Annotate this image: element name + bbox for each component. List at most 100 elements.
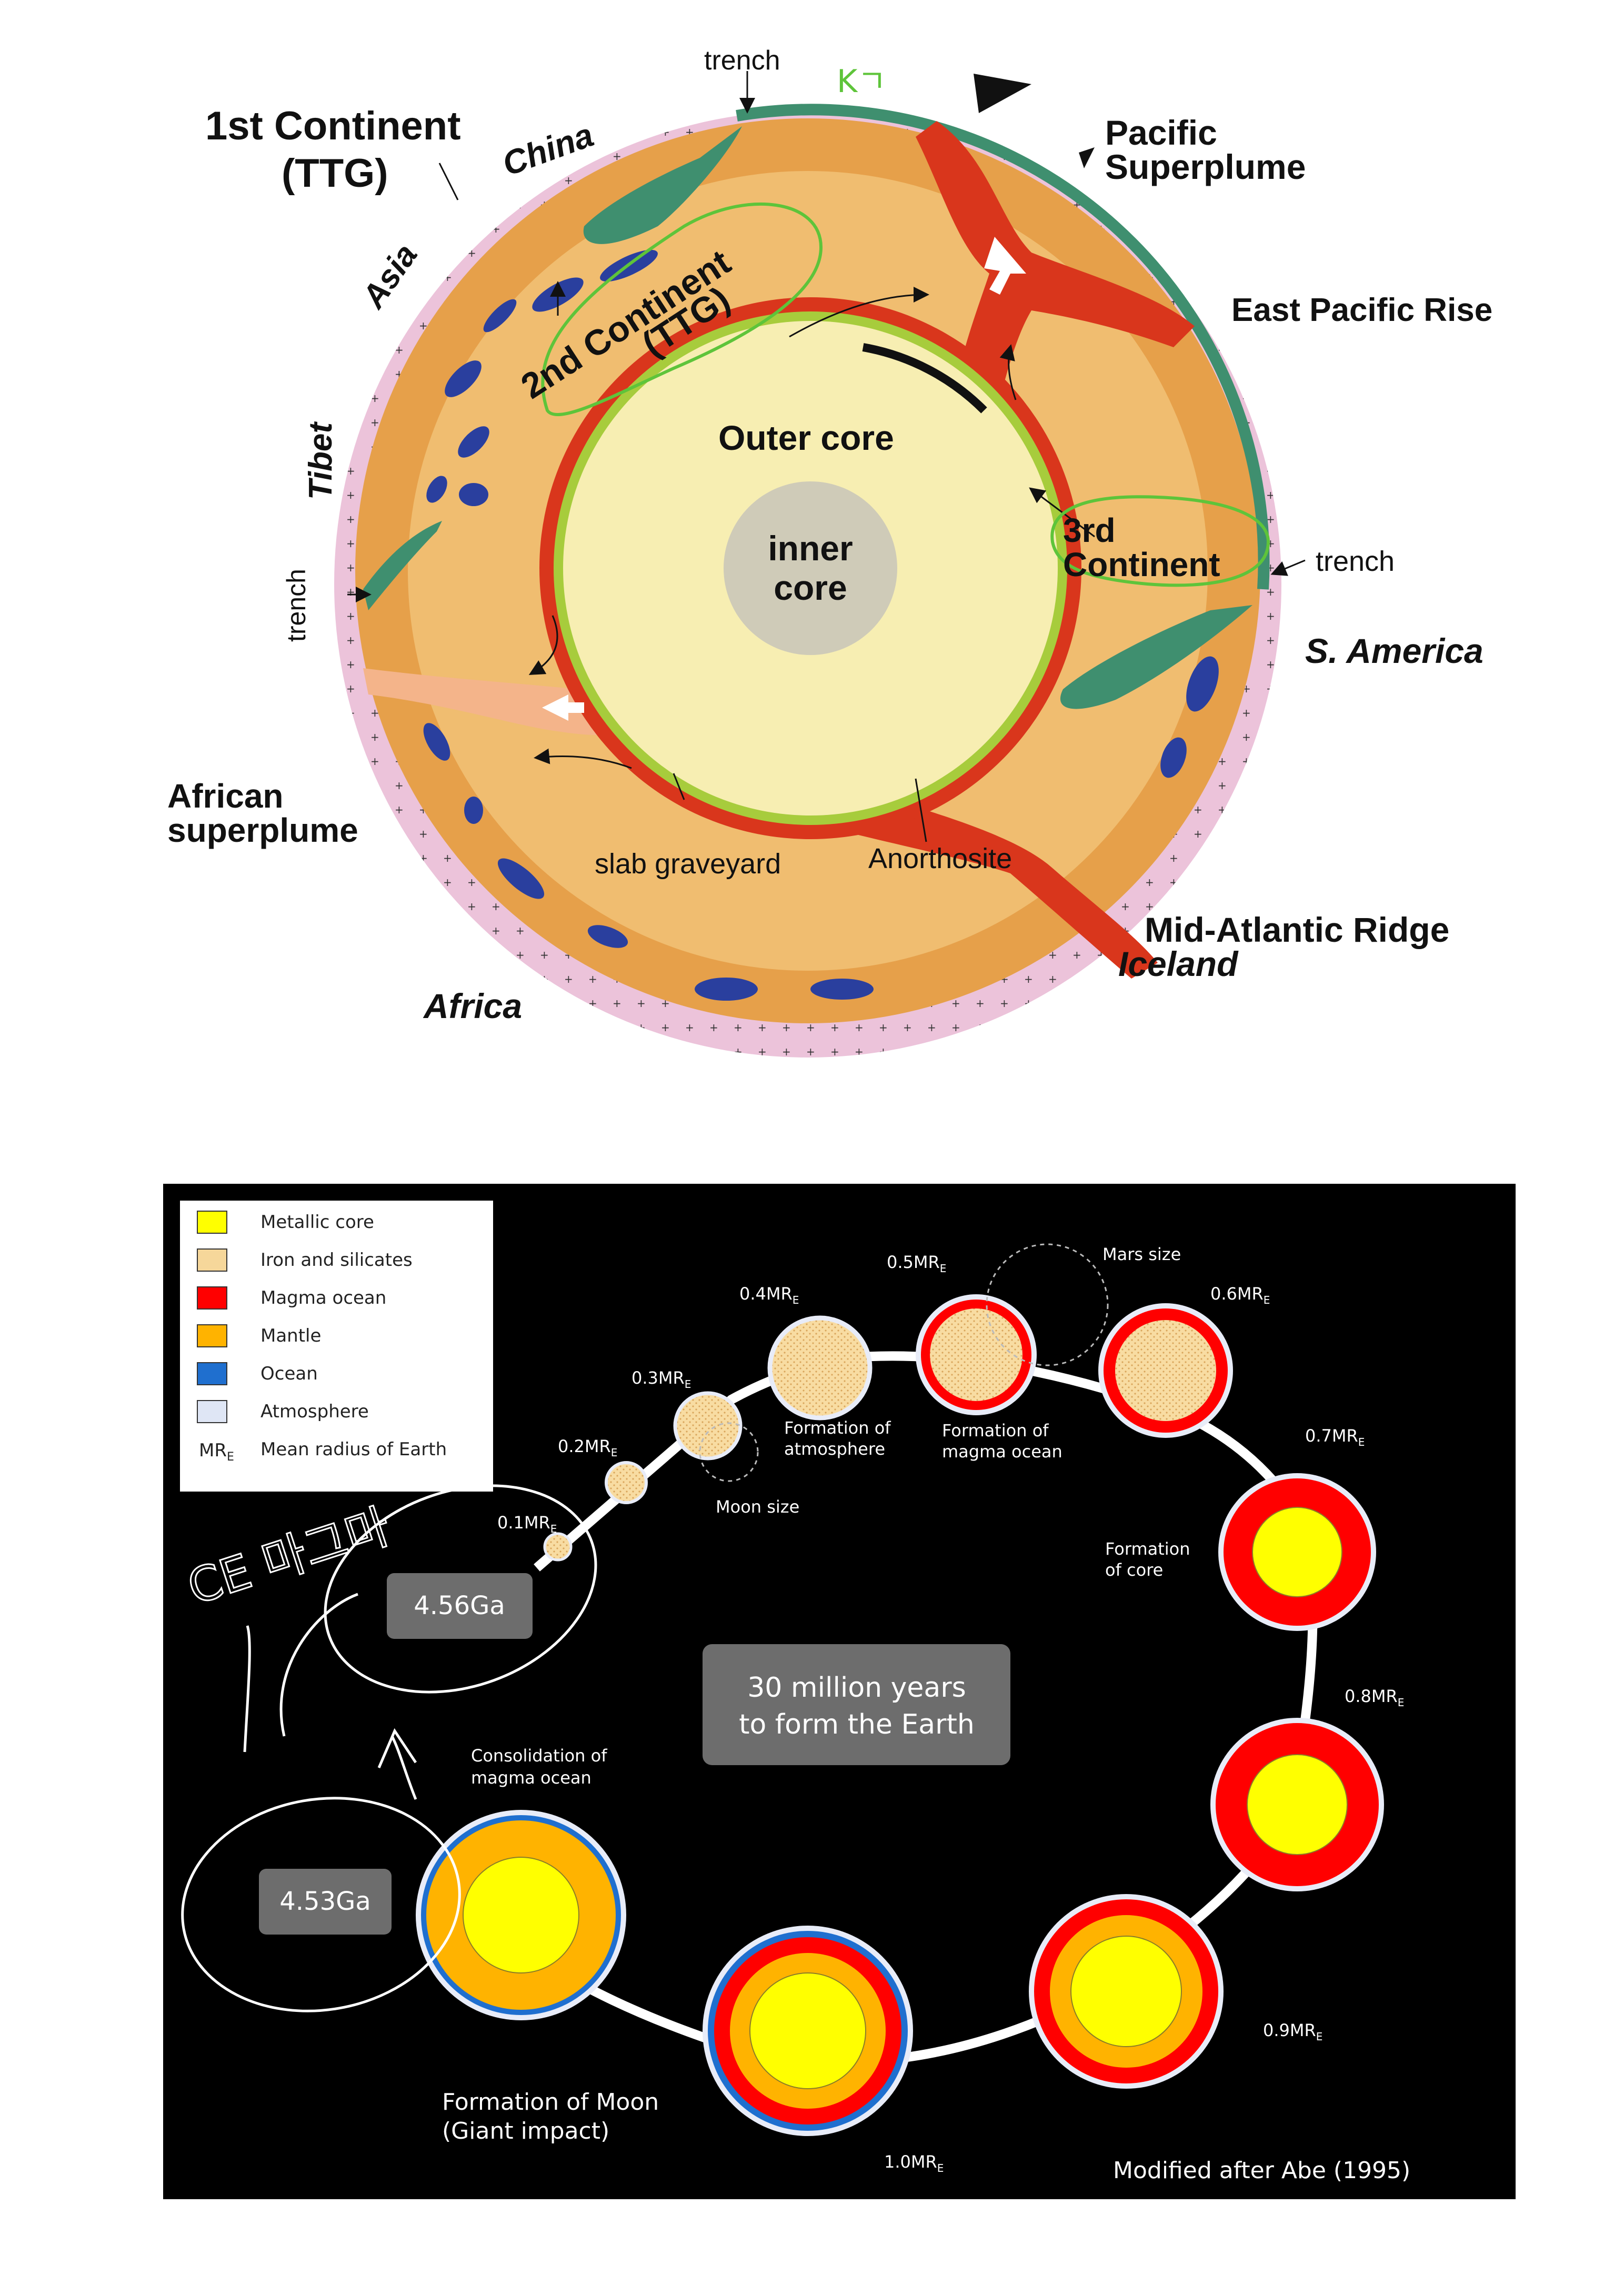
legend-label: Ocean: [260, 1363, 318, 1384]
label-mid-atlantic-ridge: Mid-Atlantic Ridge: [1145, 910, 1449, 949]
moon-formation-label-1: Formation of Moon: [442, 2089, 659, 2116]
stage-radius-label: 0.7MRE: [1305, 1426, 1365, 1448]
stage-radius-label: 0.1MRE: [497, 1513, 557, 1535]
slab-top: [583, 126, 742, 244]
legend-label: Mean radius of Earth: [260, 1439, 447, 1460]
planet-0.8: [1210, 1718, 1384, 1891]
legend-swatch: [197, 1324, 227, 1347]
label-african-superplume-2: superplume: [167, 811, 358, 849]
legend-label: Iron and silicates: [260, 1250, 413, 1271]
stage-radius-label: 0.5MRE: [887, 1252, 946, 1275]
center-line-1: 30 million years: [747, 1672, 966, 1704]
legend-swatch: [197, 1400, 227, 1423]
label-iceland: Iceland: [1118, 944, 1239, 983]
magma-ocean-label-1: Formation of: [942, 1421, 1049, 1441]
mars-size-circle: [986, 1243, 1109, 1366]
label-pacific-superplume-1: Pacific: [1105, 113, 1217, 152]
planet-0.5: [916, 1294, 1037, 1415]
magma-ocean-label-2: magma ocean: [942, 1442, 1062, 1462]
legend-label: Atmosphere: [260, 1401, 369, 1422]
label-africa: Africa: [423, 986, 522, 1025]
label-first-continent-2: (TTG): [282, 151, 388, 196]
core-label-2: of core: [1105, 1560, 1163, 1580]
label-south-america: S. America: [1305, 631, 1483, 670]
flag-shape-2: [1079, 147, 1095, 168]
pacific-superplume: [916, 121, 1195, 400]
label-trench-right: trench: [1316, 546, 1395, 577]
plume-arrow-up: [984, 237, 1026, 295]
mars-size-label: Mars size: [1102, 1244, 1181, 1264]
annotation-loop-third: [1050, 495, 1270, 587]
label-trench-top: trench: [704, 45, 780, 76]
legend-swatch: [197, 1248, 227, 1272]
slab-right: [1060, 605, 1252, 709]
planet-0.2: [605, 1461, 648, 1504]
planet-0.3: [673, 1391, 743, 1461]
moon-size-label: Moon size: [716, 1497, 799, 1517]
center-line-2: to form the Earth: [739, 1709, 975, 1740]
label-inner-core-2: core: [774, 568, 847, 607]
legend-label: Metallic core: [260, 1212, 374, 1233]
legend-swatch: [197, 1362, 227, 1385]
stage-radius-label: 0.2MRE: [558, 1436, 617, 1459]
end-badge: 4.53Ga: [279, 1887, 370, 1916]
label-third-continent-1: 3rd: [1063, 511, 1116, 549]
label-outer-core: Outer core: [718, 418, 894, 457]
label-third-continent-2: Continent: [1063, 546, 1220, 583]
stage-radius-label: 0.4MRE: [739, 1284, 799, 1306]
end-badge-bg: [259, 1869, 392, 1935]
oceanic-crust-rim: [736, 104, 1270, 590]
label-first-continent-1: 1st Continent: [205, 104, 461, 148]
handwritten-overlay: [181, 1484, 597, 2012]
stage-radius-label: 0.3MRE: [631, 1368, 691, 1391]
annotation-loop-second: [541, 202, 823, 417]
moon-formation-label-2: (Giant impact): [442, 2118, 609, 2144]
legend-label: Magma ocean: [260, 1287, 386, 1308]
stage-radius-label: 0.9MRE: [1263, 2020, 1322, 2043]
flow-arrow-4: [534, 748, 632, 769]
label-pacific-superplume-2: Superplume: [1105, 147, 1306, 186]
stage-radius-label: 0.6MRE: [1210, 1284, 1270, 1306]
consolidation-label-1: Consolidation of: [471, 1746, 607, 1766]
plume-arrow-left: [542, 694, 584, 721]
legend-swatch: [197, 1211, 227, 1234]
stage-radius-label: 1.0MRE: [884, 2152, 944, 2174]
black-slab: [862, 343, 987, 414]
legend-label: Mantle: [260, 1325, 321, 1346]
planet-0.1: [543, 1532, 573, 1562]
planet-0.7: [1218, 1473, 1376, 1631]
continental-blobs: [423, 249, 1219, 1001]
stage-radius-label: 0.8MRE: [1345, 1686, 1404, 1709]
start-badge: 4.56Ga: [414, 1591, 505, 1620]
flow-arrow-2: [999, 344, 1017, 400]
label-handwritten-top: Kㄱ: [837, 63, 887, 100]
label-slab-graveyard: slab graveyard: [595, 848, 781, 880]
label-east-pacific-rise: East Pacific Rise: [1231, 292, 1492, 328]
label-tibet: Tibet: [303, 421, 339, 500]
label-anorthosite: Anorthosite: [868, 843, 1012, 874]
planet-0.4: [767, 1315, 873, 1421]
label-inner-core-1: inner: [768, 529, 853, 568]
start-badge-bg: [387, 1573, 533, 1639]
earth-cross-section: trench Kㄱ 1st Continent (TTG) China Asia…: [167, 45, 1492, 1058]
flow-arrow-1: [789, 287, 929, 338]
credit-label: Modified after Abe (1995): [1113, 2157, 1410, 2184]
atmosphere-label-2: atmosphere: [784, 1439, 885, 1459]
consolidation-label-2: magma ocean: [471, 1768, 592, 1788]
planet-1.0: [703, 1926, 913, 2136]
label-african-superplume-1: African: [167, 777, 284, 815]
planet-0.6: [1098, 1303, 1233, 1438]
flag-shape-1: [974, 74, 1031, 113]
slab-left: [363, 521, 442, 610]
label-asia: Asia: [355, 237, 425, 315]
atmosphere-label-1: Formation of: [784, 1418, 891, 1438]
legend-swatch: [197, 1286, 227, 1310]
planet-0.9: [1029, 1894, 1224, 2089]
flow-arrow-3: [528, 615, 558, 675]
inner-core: [724, 481, 897, 655]
center-box-bg: [703, 1644, 1010, 1765]
core-label-1: Formation: [1105, 1539, 1190, 1559]
